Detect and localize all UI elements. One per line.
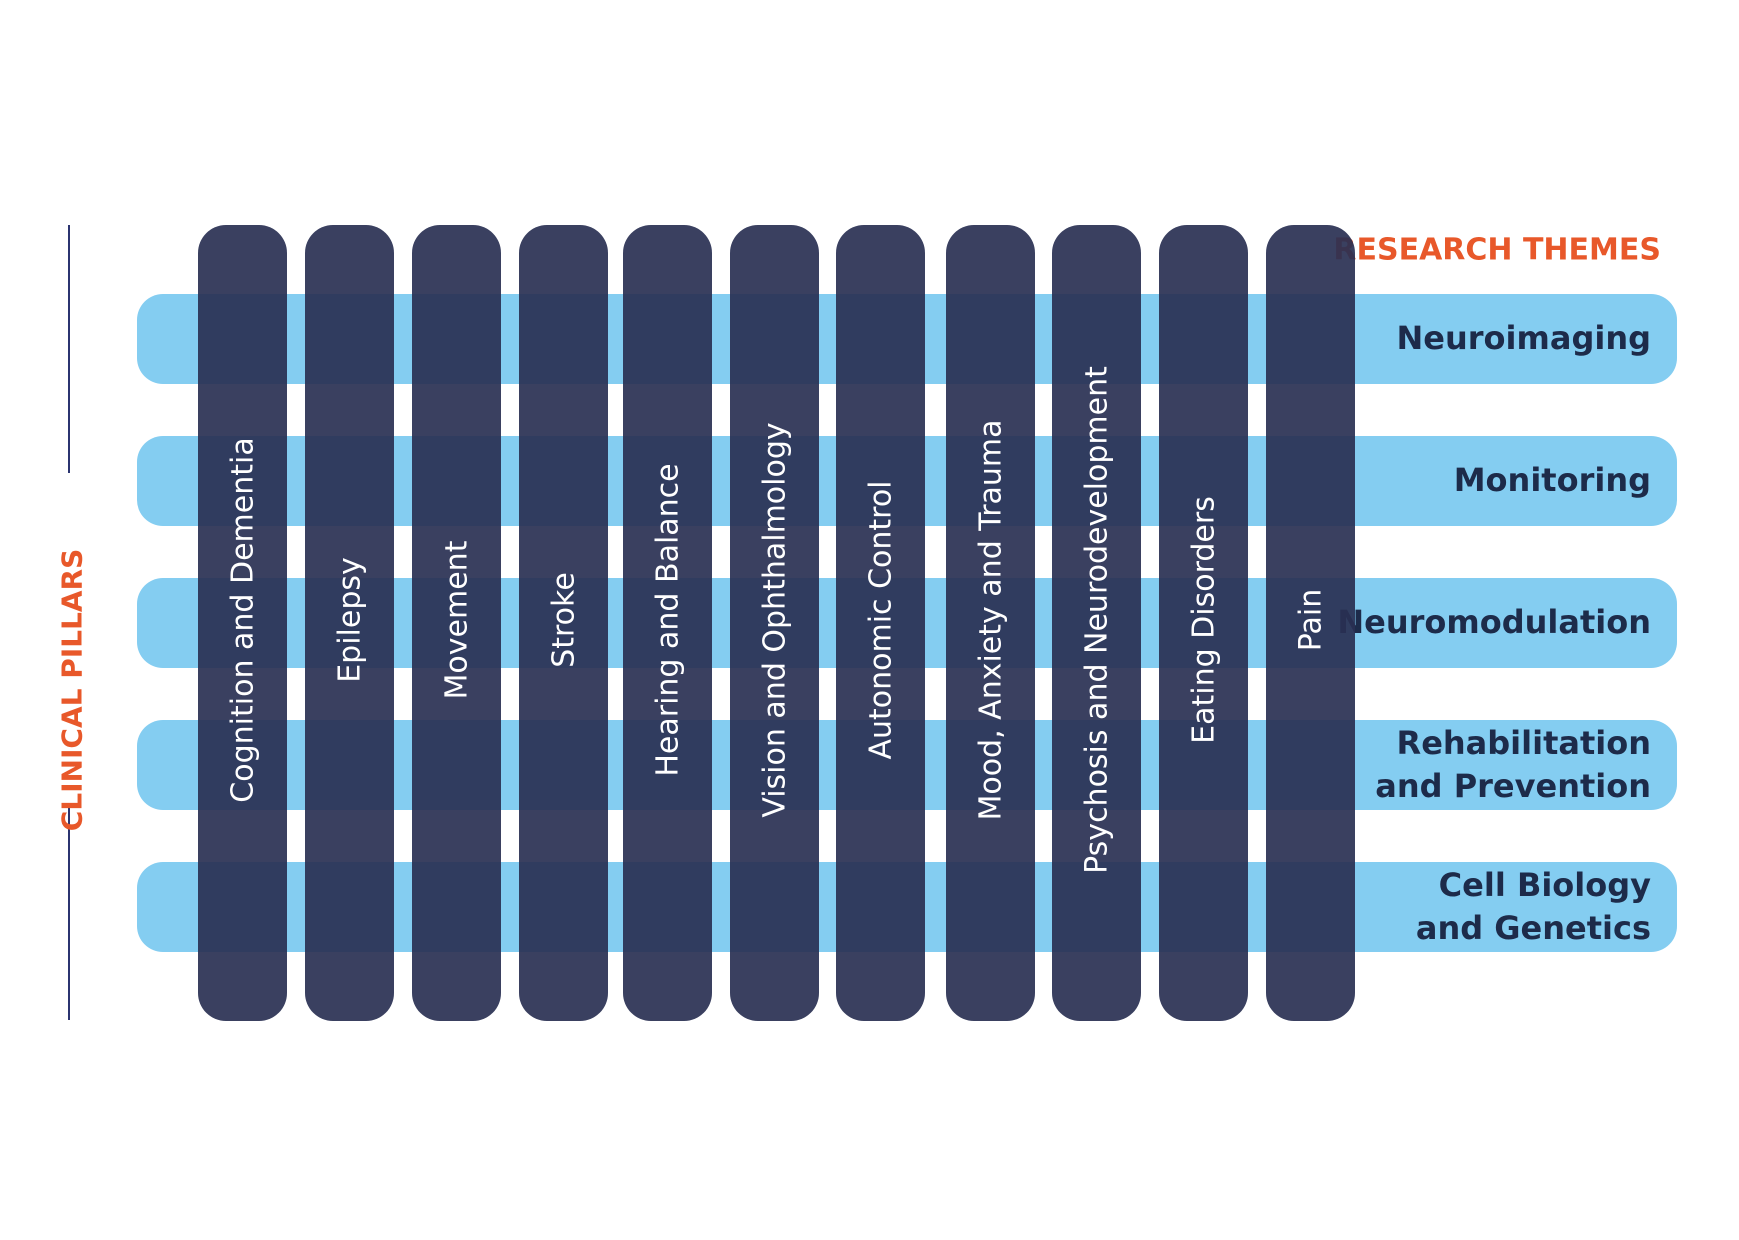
- clinical-pillar-label: Cognition and Dementia: [225, 437, 260, 803]
- clinical-pillar-column: [836, 225, 925, 1021]
- clinical-pillar-label: Stroke: [546, 572, 581, 668]
- clinical-pillar-label: Hearing and Balance: [650, 463, 685, 777]
- pillars-rule-bottom: [68, 806, 70, 1020]
- clinical-pillar-label: Mood, Anxiety and Trauma: [973, 419, 1008, 821]
- clinical-pillar-label: Eating Disorders: [1186, 496, 1221, 744]
- clinical-pillars-heading: CLINICAL PILLARS: [55, 548, 89, 832]
- clinical-pillar-label: Epilepsy: [332, 557, 367, 683]
- research-theme-line: Neuroimaging: [1396, 319, 1652, 358]
- clinical-pillar-column: [946, 225, 1035, 1021]
- clinical-pillar-column: [1159, 225, 1248, 1021]
- clinical-pillar-label: Autonomic Control: [863, 480, 898, 760]
- clinical-pillar-column: [412, 225, 501, 1021]
- clinical-pillar-label: Movement: [439, 540, 474, 700]
- research-theme-label: Rehabilitation and Prevention: [1331, 720, 1651, 810]
- research-theme-label: Neuromodulation: [1331, 578, 1651, 668]
- clinical-pillar-label: Psychosis and Neurodevelopment: [1079, 366, 1114, 874]
- research-theme-line: Cell Biology: [1438, 865, 1651, 904]
- clinical-pillar-column: [198, 225, 287, 1021]
- clinical-pillar-column: [623, 225, 712, 1021]
- research-theme-label: Monitoring: [1331, 436, 1651, 526]
- research-theme-line: and Prevention: [1375, 767, 1651, 805]
- clinical-pillar-column: [1266, 225, 1355, 1021]
- clinical-pillar-column: [519, 225, 608, 1021]
- research-themes-heading: RESEARCH THEMES: [1333, 232, 1661, 268]
- research-theme-line: Neuromodulation: [1337, 603, 1651, 642]
- research-theme-label: Cell Biology and Genetics: [1331, 862, 1651, 952]
- research-theme-line: Rehabilitation: [1396, 723, 1651, 762]
- research-theme-line: Monitoring: [1453, 461, 1651, 500]
- clinical-pillar-column: [305, 225, 394, 1021]
- clinical-pillar-column: [1052, 225, 1141, 1021]
- pillars-rule-top: [68, 225, 70, 473]
- clinical-pillar-column: [730, 225, 819, 1021]
- research-theme-line: and Genetics: [1415, 909, 1651, 947]
- clinical-pillar-label: Vision and Ophthalmology: [757, 422, 792, 818]
- research-theme-label: Neuroimaging: [1331, 294, 1652, 384]
- clinical-pillar-label: Pain: [1293, 588, 1328, 652]
